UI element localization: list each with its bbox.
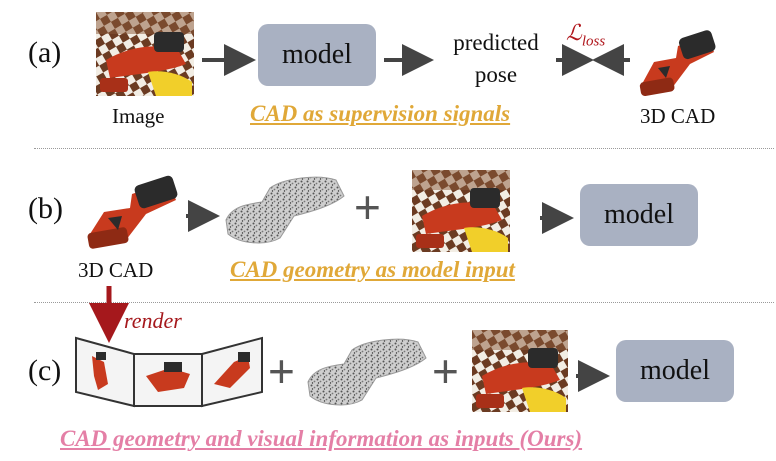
arrow-to-model-c xyxy=(576,360,610,392)
title-c: CAD geometry and visual information as i… xyxy=(60,426,583,451)
plus-c2: + xyxy=(432,345,459,397)
arrow-model-to-pose xyxy=(384,44,434,76)
drill-cad-icon xyxy=(639,30,716,97)
arrow-cad-to-pointcloud xyxy=(186,200,220,232)
model-box-b-label: model xyxy=(604,199,674,230)
photo-scene-icon xyxy=(472,330,568,412)
photo-scene-icon xyxy=(412,170,510,252)
plus-b: + xyxy=(354,181,381,233)
render-arrow xyxy=(89,286,129,343)
cad-caption-a: 3D CAD xyxy=(640,104,716,128)
divider-1 xyxy=(34,148,774,149)
model-box-b: model xyxy=(580,184,698,246)
predicted-pose: predicted pose xyxy=(440,27,552,91)
arrow-to-model-b xyxy=(540,202,574,234)
row-b-label: (b) xyxy=(28,192,63,225)
model-box-a: model xyxy=(258,24,376,86)
point-cloud-icon xyxy=(225,176,345,244)
row-a-label: (a) xyxy=(28,36,62,69)
drill-cad-icon xyxy=(87,175,178,249)
rendered-views-icon xyxy=(75,336,263,408)
point-cloud-icon xyxy=(307,338,427,406)
model-box-c-label: model xyxy=(640,355,710,386)
title-b: CAD geometry as model input xyxy=(230,257,515,282)
predicted-line1: predicted xyxy=(453,30,539,55)
model-box-a-label: model xyxy=(282,39,352,70)
loss-arrows xyxy=(556,44,630,76)
loss-symbol: ℒ xyxy=(566,20,582,45)
plus-c1: + xyxy=(268,345,295,397)
photo-scene-icon xyxy=(96,12,194,96)
divider-2 xyxy=(34,302,774,303)
model-box-c: model xyxy=(616,340,734,402)
render-label: render xyxy=(124,308,182,333)
predicted-line2: pose xyxy=(474,62,518,87)
cad-caption-b: 3D CAD xyxy=(78,258,154,282)
title-a: CAD as supervision signals xyxy=(250,101,511,126)
row-c-label: (c) xyxy=(28,354,62,387)
loss-subscript: loss xyxy=(581,33,606,50)
loss-label: ℒloss xyxy=(566,20,605,50)
image-caption: Image xyxy=(112,104,165,128)
arrow-image-to-model xyxy=(202,44,256,76)
